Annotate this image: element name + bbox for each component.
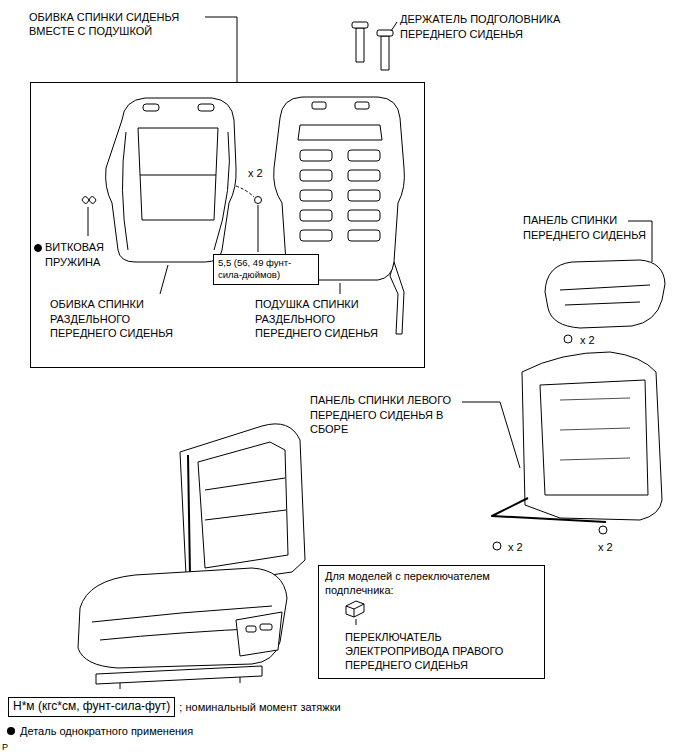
part-name: ПЕРЕКЛЮЧАТЕЛЬ ЭЛЕКТРОПРИВОДА ПРАВОГО ПЕР… <box>325 630 538 673</box>
torque-unit-box: Н*м (кгс*см, фунт-сила-фут) <box>8 697 175 717</box>
pad-hole <box>348 210 380 221</box>
part-name: ВИТКОВАЯ ПРУЖИНА <box>45 240 135 269</box>
seat-frame <box>180 424 305 585</box>
part-name: ДЕРЖАТЕЛЬ ПОДГОЛОВНИКА ПЕРЕДНЕГО СИДЕНЬЯ <box>400 12 590 41</box>
note-text: Для моделей с переключателем подплечника… <box>325 569 538 598</box>
legend-text: Деталь однократного применения <box>20 724 193 738</box>
seat-rail <box>120 677 240 689</box>
seat-switch-trim <box>236 612 282 656</box>
group-heading: ОБИВКА СПИНКИ СИДЕНЬЯ ВМЕСТЕ С ПОДУШКОЙ <box>29 10 214 39</box>
panel-wire <box>492 498 606 522</box>
part-name: ОБИВКА СПИНКИ РАЗДЕЛЬНОГО ПЕРЕДНЕГО СИДЕ… <box>50 297 190 341</box>
headrest-grommet <box>198 104 214 111</box>
panel-detail <box>540 380 648 495</box>
part-name: ПОДУШКА СПИНКИ РАЗДЕЛЬНОГО ПЕРЕДНЕГО СИД… <box>255 297 395 341</box>
back-panel <box>545 260 665 328</box>
single-use-bullet <box>35 245 42 252</box>
group-bracket <box>205 17 237 82</box>
clip <box>564 335 572 343</box>
pad-hole <box>300 170 332 181</box>
clip <box>599 526 607 534</box>
note-box: Для моделей с переключателем подплечника… <box>318 565 545 679</box>
pad-hole <box>300 230 332 241</box>
panel-detail <box>560 398 630 460</box>
switch-icon <box>346 604 364 617</box>
clip <box>255 197 262 204</box>
part-name: ПАНЕЛЬ СПИНКИ ЛЕВОГО ПЕРЕДНЕГО СИДЕНЬЯ В… <box>310 393 470 437</box>
pad-hole <box>300 210 332 221</box>
pad-hole <box>348 150 380 161</box>
headrest-support <box>352 22 368 28</box>
seat-cushion <box>78 568 287 668</box>
torque-box: 5,5 (56, 49 фунт-сила-дюймов) <box>213 254 319 285</box>
leader-line <box>391 22 397 31</box>
pad-slot <box>312 102 326 109</box>
clip <box>493 542 501 550</box>
quantity: x 2 <box>248 166 263 181</box>
headrest-grommet <box>143 104 159 111</box>
leader-line <box>462 402 520 468</box>
legend-note: ; номинальный момент затяжки <box>179 700 340 715</box>
legend-entry: Деталь однократного применения <box>6 724 193 738</box>
headrest-support <box>377 30 393 36</box>
coil-spring <box>82 197 96 204</box>
seat-frame <box>198 442 288 568</box>
seat-frame <box>205 478 286 520</box>
seat-switch <box>260 624 272 630</box>
quantity: x 2 <box>598 540 613 555</box>
pad-detail <box>298 125 382 140</box>
dashed-link <box>236 186 254 197</box>
seat-frame <box>188 455 190 575</box>
leader-line <box>88 207 89 236</box>
seatback-cover <box>106 98 237 262</box>
seatback-pad <box>274 97 405 280</box>
pad-hole <box>348 190 380 201</box>
pad-hole <box>300 190 332 201</box>
legend-swatch <box>6 726 16 736</box>
seat-rail <box>96 666 262 684</box>
pad-hole <box>300 150 332 161</box>
bullet-symbol <box>7 727 15 735</box>
pad-hole <box>348 170 380 181</box>
leader-line <box>356 619 357 625</box>
quantity: x 2 <box>580 333 595 348</box>
torque-value: 5,5 (56, 49 фунт-сила-дюймов) <box>218 257 314 282</box>
cover-seam <box>122 132 128 250</box>
headrest-support <box>356 28 364 62</box>
leader-line <box>340 283 341 294</box>
cover-seam <box>140 175 216 176</box>
part-name: ПАНЕЛЬ СПИНКИ ПЕРЕДНЕГО СИДЕНЬЯ <box>523 213 658 242</box>
quantity: x 2 <box>508 540 523 555</box>
cover-seam <box>214 132 229 250</box>
pad-hole <box>348 230 380 241</box>
cover-seam <box>138 128 218 220</box>
figure-code: P <box>2 742 8 754</box>
headrest-support <box>381 36 389 70</box>
torque-unit: Н*м (кгс*см, фунт-сила-фут) <box>13 699 170 715</box>
switch-icon <box>346 601 364 617</box>
pad-slot <box>355 102 369 109</box>
pad-strap <box>390 262 404 334</box>
panel-detail <box>560 285 650 305</box>
back-panel-assembly <box>522 352 662 520</box>
leader-line <box>160 265 168 294</box>
seat-switch <box>246 626 256 632</box>
leader-line <box>258 205 259 252</box>
leader-line <box>628 221 652 262</box>
group-frame: ОБИВКА СПИНКИ СИДЕНЬЯ ВМЕСТЕ С ПОДУШКОЙ5… <box>30 82 425 368</box>
